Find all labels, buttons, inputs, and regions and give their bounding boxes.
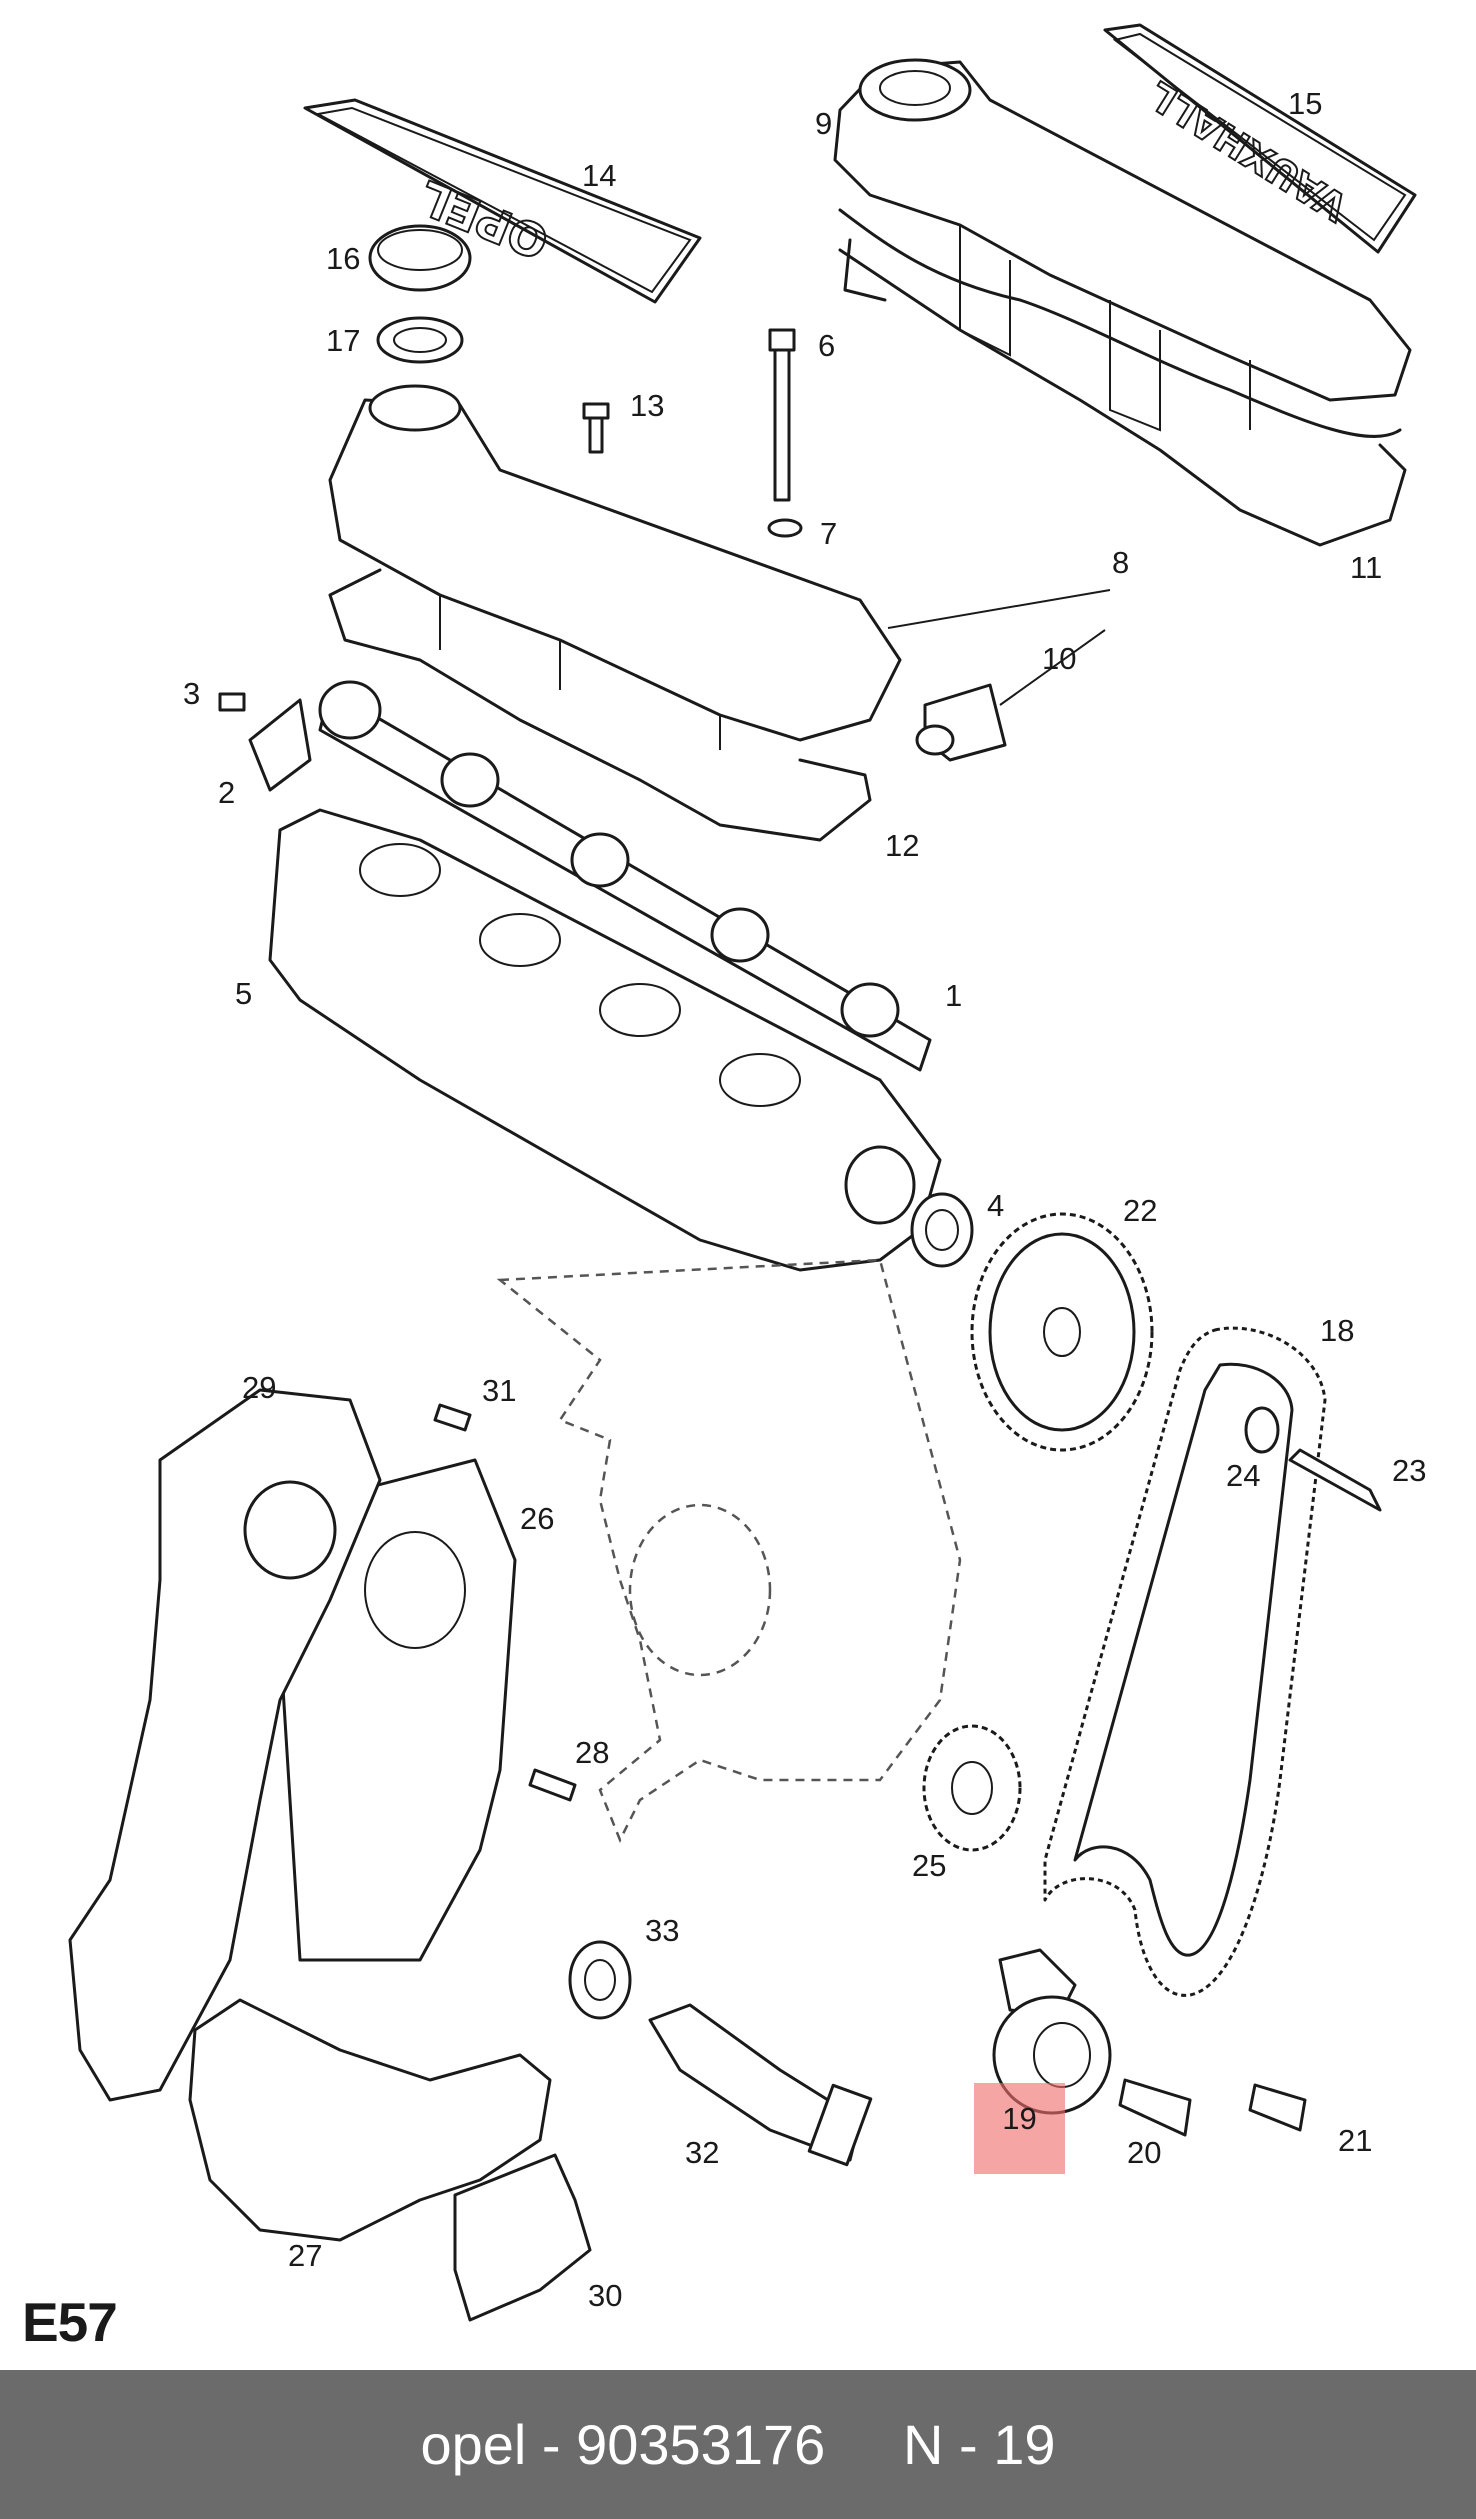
callout-31: 31: [482, 1373, 517, 1408]
diagram-code: E57: [22, 2291, 118, 2353]
idler-pulley-part-24: [1244, 1406, 1280, 1454]
bracket-part-2: [248, 698, 312, 792]
callout-13: 13: [630, 388, 665, 423]
timing-belt-part-18: [1043, 1326, 1327, 1997]
footer-brand: opel: [420, 2413, 527, 2476]
bolt-part-20: [1118, 2078, 1192, 2137]
callout-29: 29: [242, 1370, 277, 1405]
engine-block-outline: [496, 1258, 962, 1844]
oil-seal-part-4: [910, 1192, 974, 1268]
callout-6: 6: [818, 328, 836, 363]
callout-7: 7: [820, 516, 838, 551]
camshaft-part-1: [318, 680, 932, 1072]
callout-11: 11: [1350, 550, 1383, 585]
long-bolt-part-6: [773, 333, 791, 502]
sensor-part-32: [648, 2003, 873, 2167]
bolt-part-28: [528, 1768, 577, 1802]
part-info-footer: opel - 90353176 N - 19: [0, 2370, 1476, 2519]
cylinder-head-part-5: [268, 808, 942, 1272]
washer-part-7: [767, 518, 803, 538]
camshaft-cover-front: [328, 384, 902, 750]
callout-32: 32: [685, 2135, 720, 2170]
oil-filler-cap-part-16: [368, 224, 472, 292]
leader-lines: [887, 589, 1111, 706]
callout-9: 9: [815, 106, 833, 141]
crankshaft-sprocket-part-25: [922, 1724, 1022, 1852]
bolt-part-31: [433, 1403, 472, 1432]
callout-5: 5: [235, 976, 253, 1011]
cap-seal-part-17: [376, 316, 464, 364]
bolt-part-23: [1288, 1448, 1382, 1512]
bolt-part-21: [1248, 2083, 1307, 2132]
rear-cover-part-27: [188, 1998, 552, 2242]
callout-22: 22: [1123, 1193, 1158, 1228]
callout-30: 30: [588, 2278, 623, 2313]
bolt-part-3: [218, 692, 246, 712]
cover-gasket-part-11: [838, 238, 1407, 547]
callout-18: 18: [1320, 1313, 1355, 1348]
callout-24: 24: [1226, 1458, 1261, 1493]
callout-25: 25: [912, 1848, 947, 1883]
callout-33: 33: [645, 1913, 680, 1948]
footer-separator: -: [541, 2413, 561, 2476]
footer-part-number: 90353176: [576, 2413, 826, 2476]
callout-20: 20: [1127, 2135, 1162, 2170]
callout-3: 3: [183, 676, 201, 711]
callout-16: 16: [326, 241, 361, 276]
callout-15: 15: [1288, 86, 1323, 121]
footer-position: N - 19: [903, 2413, 1056, 2476]
callout-23: 23: [1392, 1453, 1427, 1488]
callout-28: 28: [575, 1735, 610, 1770]
camshaft-cover-part-9: [833, 58, 1412, 438]
callout-14: 14: [582, 158, 617, 193]
exploded-parts-diagram: OPEL VAUXHALL: [68, 23, 1417, 2322]
callout-19: 19: [1002, 2101, 1037, 2136]
opel-nameplate-part-14: OPEL: [303, 98, 702, 304]
cover-gasket-part-12: [328, 568, 872, 842]
callout-2: 2: [218, 775, 236, 810]
callout-4: 4: [987, 1188, 1005, 1223]
callout-21: 21: [1338, 2123, 1373, 2158]
callout-10: 10: [1042, 641, 1077, 676]
bracket-part-30: [453, 2153, 592, 2322]
highlighted-part-callout-19: 19: [974, 2083, 1065, 2174]
callout-8: 8: [1112, 545, 1130, 580]
callout-1: 1: [945, 978, 963, 1013]
callout-12: 12: [885, 828, 920, 863]
camshaft-sprocket-part-22: [970, 1212, 1154, 1452]
callout-27: 27: [288, 2238, 323, 2273]
callout-17: 17: [326, 323, 361, 358]
parts-drawing: OPEL VAUXHALL: [68, 23, 1417, 2322]
callout-26: 26: [520, 1501, 555, 1536]
seal-part-33: [568, 1940, 632, 2020]
